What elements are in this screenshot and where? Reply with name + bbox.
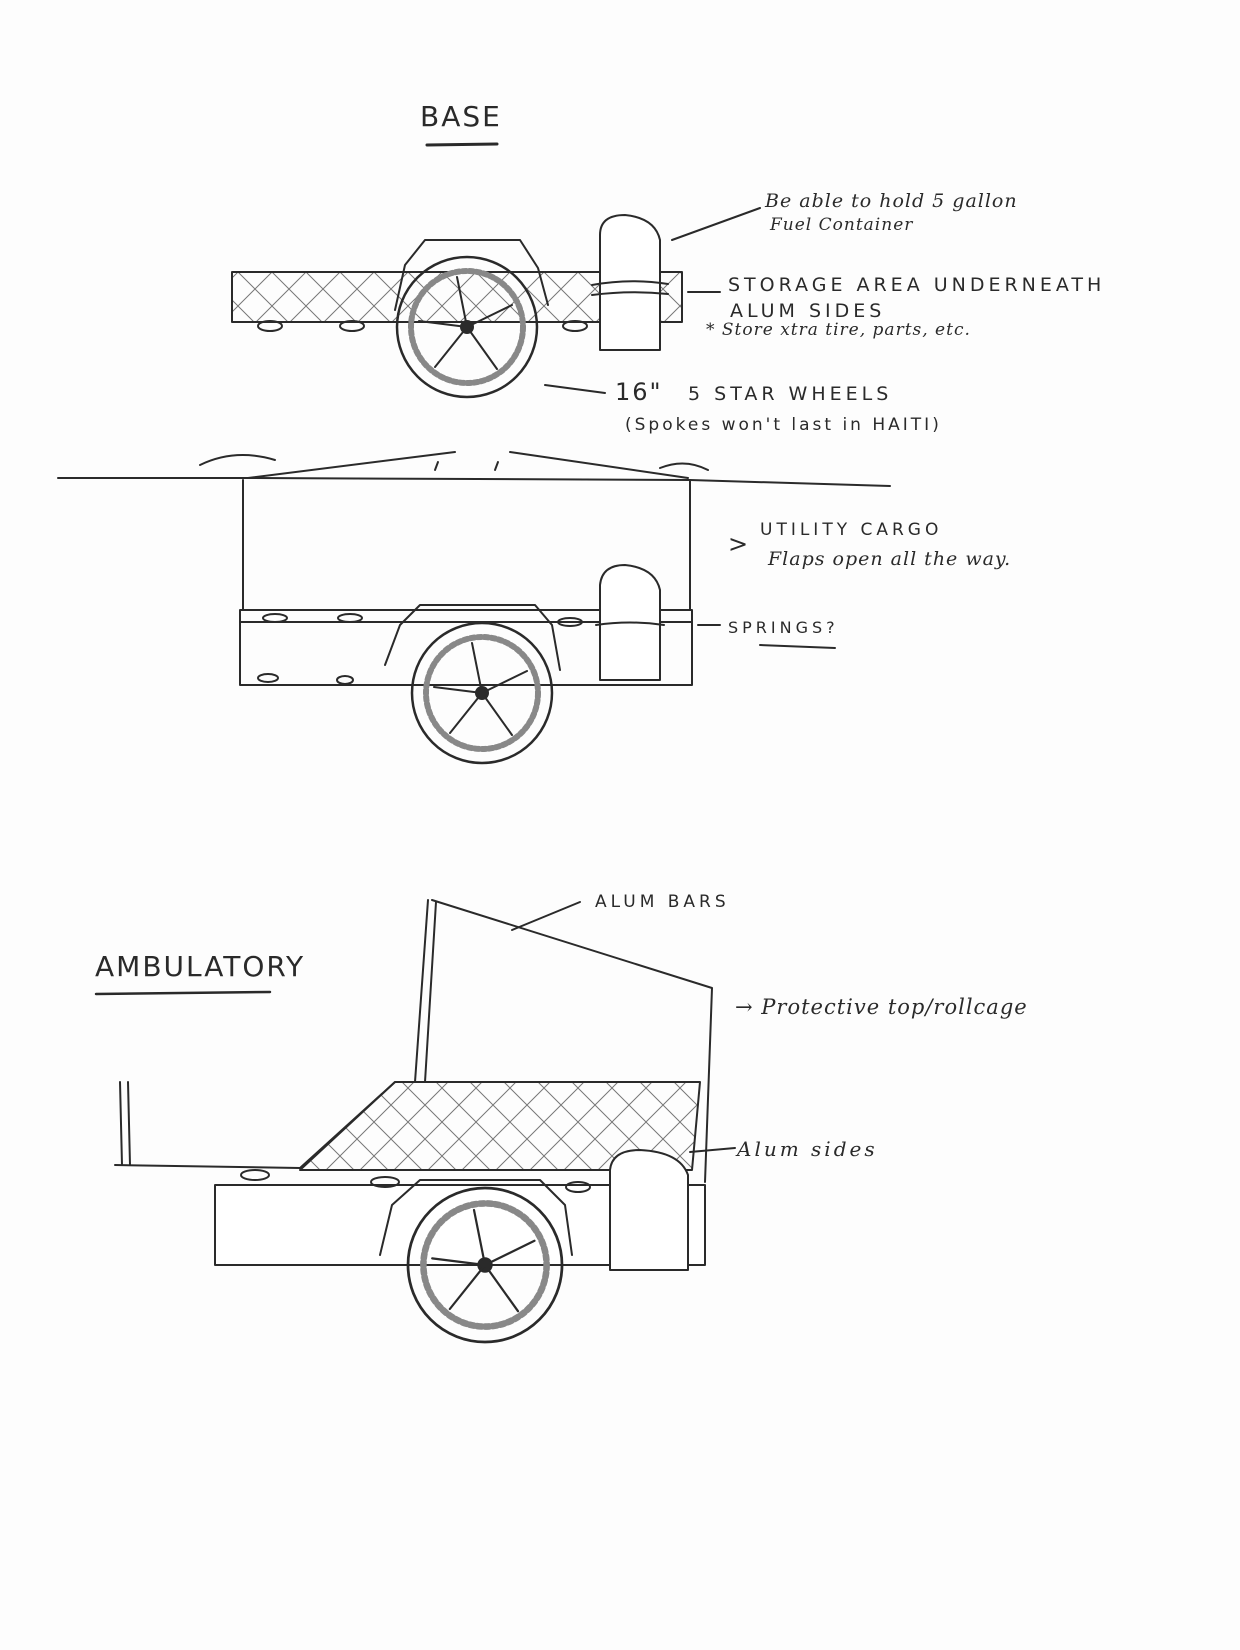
note-cargo-2: Flaps open all the way. (768, 548, 1012, 570)
note-storage-1: STORAGE AREA UNDERNEATH (728, 274, 1106, 296)
base-trailer (231, 207, 761, 397)
base-title: BASE (420, 100, 502, 133)
fuel-container (599, 214, 661, 351)
note-cargo-1: UTILITY CARGO (760, 520, 943, 540)
note-storage-2: ALUM SIDES (730, 300, 886, 322)
note-wheel-2: (Spokes won't last in HAITI) (625, 415, 942, 435)
ambulatory-trailer (94, 899, 736, 1342)
note-storage-3: * Store xtra tire, parts, etc. (706, 320, 971, 340)
note-springs: SPRINGS? (728, 618, 839, 637)
note-rollcage: → Protective top/rollcage (735, 995, 1028, 1019)
note-alum-bars: ALUM BARS (595, 892, 730, 912)
note-fuel-1: Be able to hold 5 gallon (765, 190, 1018, 212)
note-cargo-arrow: > (728, 530, 751, 558)
fuel-container (609, 1149, 689, 1271)
ambulatory-title: AMBULATORY (95, 950, 306, 983)
note-wheel-1: 5 STAR WHEELS (688, 383, 893, 405)
note-wheel-size: 16" (615, 378, 663, 406)
note-alum-sides: Alum sides (737, 1137, 878, 1161)
base-title-underline (425, 142, 499, 147)
utility-trailer (57, 451, 891, 763)
note-fuel-2: Fuel Container (770, 215, 914, 235)
